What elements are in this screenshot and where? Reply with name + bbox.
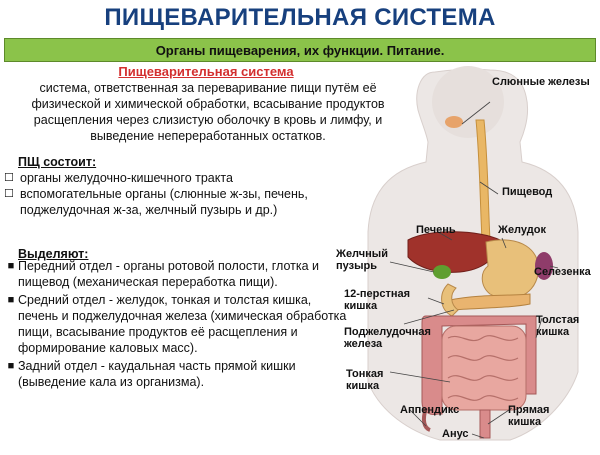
section-item-text: Передний отдел - органы ротовой полости,… [18,259,320,289]
page-subtitle: Органы пищеварения, их функции. Питание. [155,42,445,58]
section-item-text: Средний отдел - желудок, тонкая и толста… [18,293,347,355]
digestive-system-diagram: Слюнные железы Пищевод Печень Желудок Же… [330,62,600,450]
label-rectum: Прямая кишка [508,404,550,428]
square-bullet-icon: ■ [7,360,15,372]
label-salivary-glands: Слюнные железы [492,76,590,88]
label-gallbladder: Желчный пузырь [336,248,388,272]
list-item: ■ Средний отдел - желудок, тонкая и толс… [4,292,354,356]
spleen-shape [535,252,553,280]
sections-heading: Выделяют: [18,247,89,261]
pancreas-shape [449,293,531,311]
label-colon: Толстая кишка [536,314,580,338]
anatomy-illustration [367,66,579,441]
label-duodenum: 12-перстная кишка [344,288,411,312]
page-title: ПИЩЕВАРИТЕЛЬНАЯ СИСТЕМА [104,4,496,31]
composition-item-text: органы желудочно-кишечного тракта [20,171,233,185]
section-item-text: Задний отдел - каудальная часть прямой к… [18,359,296,389]
list-item: ☐ вспомогательные органы (слюнные ж-зы, … [4,186,354,218]
list-item: ☐ органы желудочно-кишечного тракта [4,170,354,186]
list-item: ■ Передний отдел - органы ротовой полост… [4,258,354,290]
label-pancreas: Поджелудочная железа [344,326,431,350]
square-bullet-icon: ■ [7,294,15,306]
label-spleen: Селезенка [534,266,591,278]
label-small-intestine: Тонкая кишка [346,368,384,392]
small-intestine-folds [447,335,519,401]
checkbox-bullet-icon: ☐ [4,172,14,184]
title-bar: ПИЩЕВАРИТЕЛЬНАЯ СИСТЕМА [0,0,600,36]
square-bullet-icon: ■ [7,260,15,272]
salivary-gland-shape [445,116,463,128]
sections-block: Выделяют: ■ Передний отдел - органы рото… [4,246,354,392]
duodenum-shape [441,283,459,317]
label-appendix: Аппендикс [400,404,460,416]
rectum-shape [479,409,491,439]
composition-block: ПЩ состоит: ☐ органы желудочно-кишечного… [4,154,354,218]
gallbladder-shape [433,265,451,279]
definition-heading: Пищеварительная система [118,64,294,79]
label-anus: Анус [442,428,469,440]
label-liver: Печень [416,224,456,236]
label-stomach: Желудок [498,224,546,236]
appendix-shape [421,407,431,432]
subtitle-bar: Органы пищеварения, их функции. Питание. [4,38,596,62]
label-esophagus: Пищевод [502,186,553,198]
composition-item-text: вспомогательные органы (слюнные ж-зы, пе… [20,187,308,217]
list-item: ■ Задний отдел - каудальная часть прямой… [4,358,354,390]
definition-text: система, ответственная за переваривание … [31,81,385,143]
checkbox-bullet-icon: ☐ [4,188,14,200]
composition-heading: ПЩ состоит: [18,155,97,169]
stomach-shape [481,239,539,300]
